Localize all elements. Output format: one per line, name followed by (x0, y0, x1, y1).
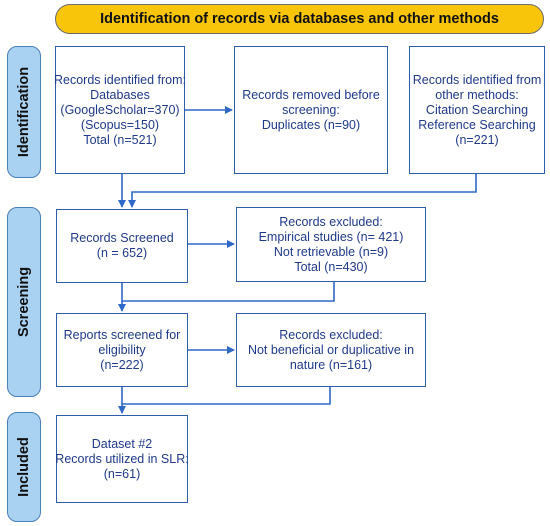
box-line: Records excluded: (279, 214, 383, 229)
box-line: eligibility (98, 342, 146, 357)
box-line: Records excluded: (279, 327, 383, 342)
records-identified-other-box: Records identified from other methods: C… (409, 46, 545, 174)
reports-screened-box: Reports screened for eligibility (n=222) (56, 313, 188, 387)
box-line: screening: (282, 102, 340, 117)
box-line: Duplicates (n=90) (261, 117, 361, 132)
box-line: Total (n=521) (83, 132, 157, 147)
box-line: Citation Searching (425, 102, 529, 117)
box-line: Reports screened for (63, 327, 181, 342)
box-line: (n=221) (455, 132, 499, 147)
phase-identification: Identification (7, 46, 41, 178)
box-line: (n = 652) (96, 246, 148, 260)
phase-screening: Screening (7, 207, 41, 397)
box-line: Not beneficial or duplicative in (247, 342, 415, 357)
records-identified-databases-box: Records identified from: Databases (Goog… (54, 46, 187, 174)
records-excluded-box-1: Records excluded: Empirical studies (n= … (236, 207, 426, 282)
box-line: other methods: (435, 87, 519, 102)
records-screened-box: Records Screened (n = 652) (56, 209, 188, 283)
box-line: Empirical studies (n= 421) (258, 229, 404, 244)
box-line: (n=61) (103, 466, 141, 481)
box-line: Dataset #2 (91, 436, 153, 451)
box-line: nature (n=161) (289, 357, 373, 372)
box-line: Total (n=430) (294, 259, 368, 274)
box-line: (n=222) (100, 357, 144, 372)
box-line: (Scopus=150) (80, 117, 160, 132)
box-line: Records identified from: (54, 72, 187, 87)
box-line: Records removed before (242, 87, 380, 102)
box-line: Not retrievable (n=9) (273, 244, 389, 259)
records-excluded-box-2: Records excluded: Not beneficial or dupl… (236, 313, 426, 387)
box-line: Records Screened (70, 231, 174, 245)
arrow-screened-to-reports (121, 282, 335, 302)
phase-included: Included (7, 412, 41, 522)
box-line: Databases (90, 87, 150, 102)
box-line: Reference Searching (418, 117, 536, 132)
arrow-reports-to-dataset (121, 387, 331, 405)
diagram-title: Identification of records via databases … (55, 4, 544, 34)
arrow-other-to-screened (128, 174, 477, 208)
box-line: Records identified from (412, 72, 542, 87)
records-removed-box: Records removed before screening: Duplic… (234, 46, 388, 174)
box-line: Records utilized in SLR: (55, 451, 189, 466)
dataset-box: Dataset #2 Records utilized in SLR: (n=6… (55, 415, 189, 503)
box-line: (GoogleScholar=370) (60, 102, 180, 117)
